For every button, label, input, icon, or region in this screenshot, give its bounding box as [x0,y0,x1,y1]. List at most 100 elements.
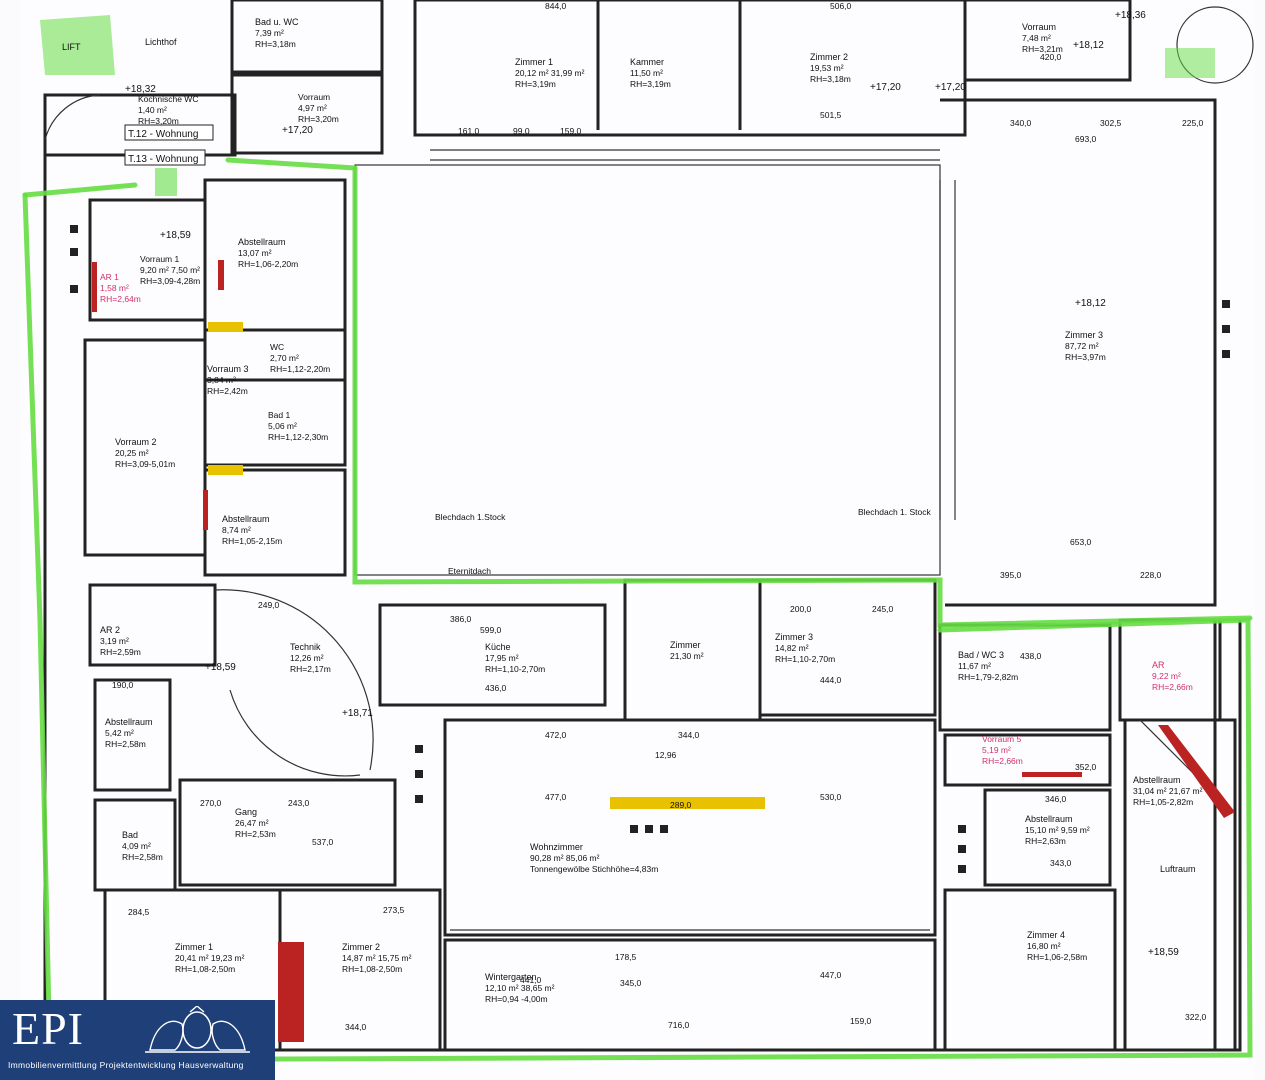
dimension-label: 501,5 [820,110,842,120]
t13-label: T.13 - Wohnung [128,154,198,165]
dimension-label: 225,0 [1182,118,1204,128]
room-area-zimmer4: 16,80 m² [1027,941,1061,951]
room-height-bad1: RH=1,12-2,30m [268,432,328,442]
room-name-kochnische: Kochnische WC [138,94,198,104]
room-area-abstellraum1: 13,07 m² [238,248,272,258]
room-name-kueche: Küche [485,642,511,652]
dimension-label: 289,0 [670,800,692,810]
room-height-abstellraum4: RH=1,05-2,82m [1133,797,1193,807]
room-area-bad-wc3: 11,67 m² [958,661,991,671]
room-name-zimmer3-big: Zimmer 3 [1065,330,1103,340]
level-mark: +18,32 [125,84,156,95]
dimension-label: 249,0 [258,600,280,610]
dimension-label: 178,5 [615,952,637,962]
room-area-wintergarten: 12,10 m² 38,65 m² [485,983,555,993]
room-name-vorraum3: Vorraum 3 [207,364,249,374]
dimension-label: 270,0 [200,798,222,808]
room-area-technik: 12,26 m² [290,653,324,663]
room-height-abstellraum1: RH=1,06-2,20m [238,259,298,269]
room-height-ar-right: RH=2,66m [1152,682,1193,692]
room-area-zimmer1-top: 20,12 m² 31,99 m² [515,68,585,78]
room-area-gang: 26,47 m² [235,818,269,828]
room-height-wintergarten: RH=0,94 -4,00m [485,994,548,1004]
dimension-label: 190,0 [112,680,134,690]
dimension-label: 345,0 [620,978,642,988]
room-height-ar1: RH=2,64m [100,294,141,304]
room-height-zimmer2-top: RH=3,18m [810,74,851,84]
room-area-bad-wc-top: 7,39 m² [255,28,284,38]
dimension-label: 444,0 [820,675,842,685]
room-height-abstellraum3: RH=2,58m [105,739,146,749]
room-name-ar1: AR 1 [100,272,119,282]
level-mark: +18,59 [1148,947,1179,958]
room-name-zimmer3-mid: Zimmer 3 [775,632,813,642]
room-area-vorraum3: 3,84 m² [207,375,236,385]
room-name-technik: Technik [290,642,321,652]
room-name-ar-right: AR [1152,660,1165,670]
room-area-vorraum-top: 7,48 m² [1022,33,1051,43]
room-height-bad-wc3: RH=1,79-2,82m [958,672,1018,682]
misc-labels: T.12 - Wohnung T.13 - Wohnung Blechdach … [124,124,932,576]
room-name-zimmer-mid: Zimmer [670,640,701,650]
dimension-label: 537,0 [312,837,334,847]
room-height-vorraum3: RH=2,42m [207,386,248,396]
dimension-label: 161,0 [458,126,480,136]
dimension-label: 472,0 [545,730,567,740]
room-name-wohnzimmer: Wohnzimmer [530,842,583,852]
dimension-label: 243,0 [288,798,310,808]
dimension-label: 447,0 [820,970,842,980]
t12-label: T.12 - Wohnung [128,129,198,140]
room-name-wintergarten: Wintergarten [485,972,537,982]
dimension-label: 716,0 [668,1020,690,1030]
room-name-kammer: Kammer [630,57,664,67]
dimension-label: 352,0 [1075,762,1097,772]
dimension-label: 653,0 [1070,537,1092,547]
level-mark: +17,20 [870,82,901,93]
company-logo: EPI Immobilienvermittlung Projektentwick… [0,1000,275,1080]
room-height-abstellraum2: RH=1,05-2,15m [222,536,282,546]
level-mark: +18,71 [342,708,373,719]
highlights [92,260,1235,1042]
room-height-technik: RH=2,17m [290,664,331,674]
room-name-lift: LIFT [62,42,81,52]
room-area-abstellraum4: 31,04 m² 21,67 m² [1133,786,1203,796]
dimension-label: 436,0 [485,683,507,693]
room-area-vorraum5: 5,19 m² [982,745,1011,755]
room-height-vorraum1: RH=3,09-4,28m [140,276,200,286]
room-name-ar2: AR 2 [100,625,120,635]
dimension-label: 477,0 [545,792,567,802]
room-name-vorraum5: Vorraum 5 [982,734,1021,744]
room-height-zimmer2-bot: RH=1,08-2,50m [342,964,402,974]
room-area-zimmer3-mid: 14,82 m² [775,643,809,653]
level-mark: +17,20 [282,125,313,136]
room-area-abstellraum3: 5,42 m² [105,728,134,738]
level-mark: +18,59 [160,230,191,241]
room-name-abstellraum4: Abstellraum [1133,775,1181,785]
room-height-kueche: RH=1,10-2,70m [485,664,545,674]
dimension-label: 343,0 [1050,858,1072,868]
room-height-vorraum-small: RH=3,20m [298,114,339,124]
room-name-lichthof: Lichthof [145,37,177,47]
room-name-vorraum2: Vorraum 2 [115,437,157,447]
room-height-wc: RH=1,12-2,20m [270,364,330,374]
dimension-label: 284,5 [128,907,150,917]
level-mark: +18,12 [1075,298,1106,309]
room-height-zimmer3-big: RH=3,97m [1065,352,1106,362]
room-area-bad1: 5,06 m² [268,421,297,431]
dimension-label: 340,0 [1010,118,1032,128]
room-name-abstellraum1: Abstellraum [238,237,286,247]
dimension-label: 530,0 [820,792,842,802]
room-height-vorraum2: RH=3,09-5,01m [115,459,175,469]
dimension-label: 599,0 [480,625,502,635]
room-area-abstellraum5: 15,10 m² 9,59 m² [1025,825,1090,835]
room-height-kochnische: RH=3,20m [138,116,179,126]
room-area-kochnische: 1,40 m² [138,105,167,115]
dimension-label: 693,0 [1075,134,1097,144]
eternitdach-label: Eternitdach [448,566,491,576]
room-name-zimmer1-top: Zimmer 1 [515,57,553,67]
dimension-label: 302,5 [1100,118,1122,128]
dimension-label: 386,0 [450,614,472,624]
green-outline [22,15,1253,1063]
